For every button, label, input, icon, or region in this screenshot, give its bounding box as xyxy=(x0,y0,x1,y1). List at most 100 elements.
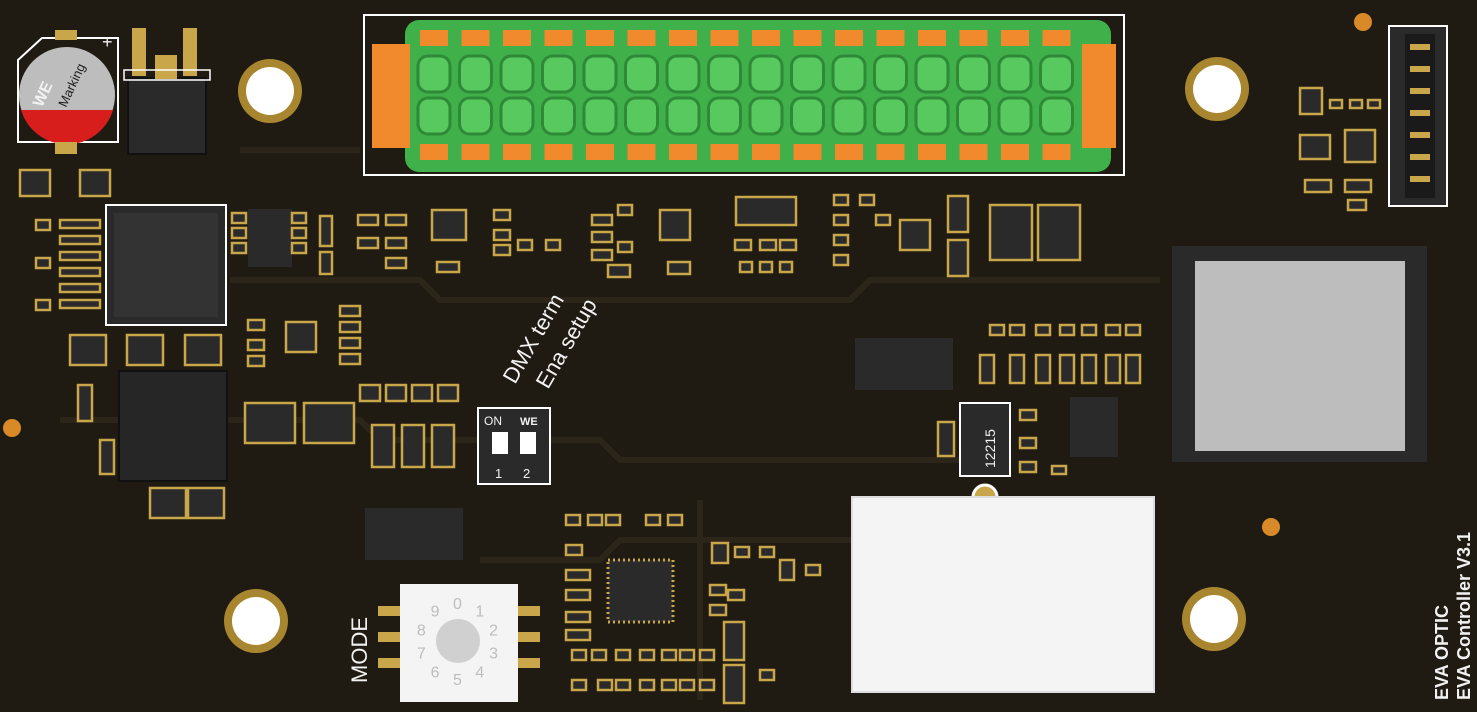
smd-component xyxy=(18,168,52,198)
smd-component xyxy=(58,218,102,230)
smd-component xyxy=(778,238,798,252)
smd-component xyxy=(78,168,112,198)
pin-slot xyxy=(503,30,531,46)
pin-slot xyxy=(1042,30,1071,46)
rotary-digit: 8 xyxy=(417,622,426,639)
smd-component xyxy=(733,545,751,559)
rotary-digit: 3 xyxy=(489,646,498,663)
rotary-digit: 9 xyxy=(431,603,440,620)
pin-slot xyxy=(959,144,988,160)
pin-slot xyxy=(420,30,448,46)
pin-clamp xyxy=(665,96,701,136)
pin-slot xyxy=(959,30,988,46)
pin-clamp xyxy=(582,96,618,136)
smd-component xyxy=(1124,353,1142,385)
pin-slot xyxy=(627,30,656,46)
smd-component xyxy=(148,486,188,520)
smd-component xyxy=(186,486,226,520)
esp32-module xyxy=(1172,246,1427,462)
smd-component xyxy=(758,238,778,252)
smd-component xyxy=(708,603,728,617)
pin-clamp xyxy=(790,54,825,94)
pin-slot xyxy=(835,144,863,160)
smd-component xyxy=(564,628,592,642)
pin-slot xyxy=(793,30,822,46)
smd-component xyxy=(1298,86,1324,116)
smd-component xyxy=(722,620,746,662)
pin-clamp xyxy=(416,96,452,136)
smd-component xyxy=(290,211,308,225)
pin-clamp xyxy=(831,96,867,136)
pin-slot xyxy=(752,30,780,46)
smd-component xyxy=(436,383,460,403)
smd-component xyxy=(590,248,614,262)
soic-chip xyxy=(248,209,292,267)
pin-clamp xyxy=(624,54,659,94)
pin-clamp xyxy=(956,96,991,136)
smd-component xyxy=(988,203,1034,262)
smd-component xyxy=(678,678,696,692)
smd-component xyxy=(384,383,408,403)
pin-clamp xyxy=(707,96,742,136)
mounting-hole-icon xyxy=(224,589,288,653)
smd-component xyxy=(1018,408,1038,422)
smd-component xyxy=(570,648,588,662)
pin-clamp xyxy=(956,54,991,94)
smd-component xyxy=(358,383,382,403)
smd-component xyxy=(666,513,684,527)
smd-component xyxy=(804,563,822,577)
smd-component xyxy=(616,240,634,254)
smd-component xyxy=(34,218,52,232)
mounting-hole-icon xyxy=(1185,57,1249,121)
smd-component xyxy=(614,678,632,692)
smd-component xyxy=(1303,178,1333,194)
smd-component xyxy=(606,263,632,279)
smd-component xyxy=(778,260,794,274)
smd-component xyxy=(290,226,308,240)
smd-component xyxy=(758,260,774,274)
smd-component xyxy=(638,648,656,662)
smd-component xyxy=(570,678,588,692)
pin-slot xyxy=(918,144,946,160)
pin-clamp xyxy=(1039,96,1074,136)
header-pin xyxy=(1410,44,1430,50)
smd-component xyxy=(435,260,461,274)
dip-switch: ON WE 1 2 xyxy=(477,407,551,485)
smd-component xyxy=(1104,353,1122,385)
smd-component xyxy=(604,513,622,527)
smd-component xyxy=(1036,203,1082,262)
dip-brand: WE xyxy=(520,416,538,428)
pin-clamp xyxy=(997,96,1033,136)
smd-component xyxy=(1366,98,1382,110)
smd-component xyxy=(708,583,728,597)
smd-component xyxy=(384,213,408,227)
smd-component xyxy=(410,383,434,403)
smd-component xyxy=(1104,323,1122,337)
smd-component xyxy=(758,668,776,682)
smd-component xyxy=(1298,133,1332,161)
smd-component xyxy=(1058,353,1076,385)
smd-component xyxy=(356,213,380,227)
pin-slot xyxy=(710,144,739,160)
board-title-line1: EVA OPTIC xyxy=(1432,605,1452,700)
header-pin xyxy=(1410,154,1430,160)
smd-component xyxy=(734,195,798,227)
smd-component xyxy=(832,233,850,247)
smd-component xyxy=(1050,464,1068,476)
pin-slot xyxy=(544,144,573,160)
smd-component xyxy=(284,320,318,354)
smd-component xyxy=(698,648,716,662)
smd-component xyxy=(58,298,102,310)
dip-label-1: 1 xyxy=(495,466,502,481)
smd-component xyxy=(430,208,468,242)
pin-clamp xyxy=(997,54,1033,94)
smd-component xyxy=(590,213,614,227)
smd-component xyxy=(230,226,248,240)
smd-component xyxy=(832,213,850,227)
smd-component xyxy=(678,648,696,662)
pin-clamp xyxy=(665,54,701,94)
smd-component xyxy=(596,678,614,692)
smd-component xyxy=(778,558,796,582)
smd-component xyxy=(34,298,52,312)
